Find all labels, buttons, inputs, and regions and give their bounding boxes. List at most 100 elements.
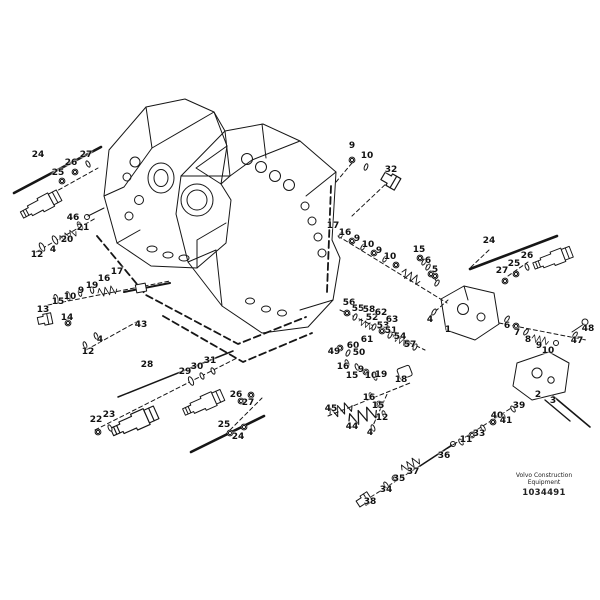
spool-sleeve bbox=[134, 282, 148, 294]
cartridge-valve bbox=[530, 244, 575, 274]
washer bbox=[337, 230, 345, 240]
washer bbox=[89, 285, 95, 295]
bolt bbox=[544, 399, 571, 422]
screw-head bbox=[84, 214, 90, 220]
bolt-head bbox=[450, 441, 456, 447]
spring bbox=[96, 284, 119, 298]
washer bbox=[52, 293, 60, 305]
o-ring bbox=[226, 429, 234, 437]
brand-line1: Volvo Construction bbox=[515, 472, 573, 479]
washer bbox=[186, 375, 196, 387]
ball bbox=[553, 340, 559, 346]
o-ring bbox=[512, 270, 520, 278]
o-ring bbox=[501, 277, 509, 285]
o-ring bbox=[240, 423, 248, 431]
washer bbox=[457, 437, 465, 447]
cap bbox=[396, 364, 413, 380]
o-ring bbox=[336, 344, 344, 352]
bracket-line bbox=[468, 234, 559, 271]
o-ring bbox=[370, 249, 378, 257]
washer bbox=[371, 372, 379, 382]
bracket-line bbox=[12, 145, 103, 195]
title-block: Volvo Construction Equipment 1034491 bbox=[502, 472, 586, 498]
part-number: 1034491 bbox=[522, 488, 566, 499]
valve-body-right bbox=[175, 123, 341, 334]
o-ring bbox=[416, 254, 424, 262]
valve-block-2 bbox=[512, 351, 570, 401]
washer bbox=[198, 371, 206, 381]
o-ring bbox=[378, 327, 386, 335]
valve-block-1 bbox=[440, 285, 500, 341]
o-ring bbox=[247, 391, 255, 399]
o-ring bbox=[468, 431, 476, 439]
washer bbox=[50, 234, 60, 246]
washer bbox=[209, 366, 217, 376]
washer bbox=[77, 288, 83, 298]
o-ring bbox=[348, 237, 356, 245]
screw bbox=[87, 207, 105, 217]
screw-head bbox=[581, 318, 589, 326]
section-line bbox=[162, 315, 313, 363]
washer bbox=[353, 362, 361, 372]
washer bbox=[509, 404, 517, 414]
washer bbox=[344, 348, 352, 358]
washer bbox=[430, 307, 438, 317]
washer bbox=[433, 278, 441, 288]
washer bbox=[81, 340, 89, 350]
spool-rod bbox=[123, 282, 171, 293]
washer bbox=[84, 159, 92, 169]
valve-body-left bbox=[103, 98, 232, 269]
spring bbox=[357, 317, 374, 331]
washer bbox=[106, 423, 114, 433]
bracket-line bbox=[117, 350, 234, 398]
washer bbox=[362, 162, 370, 172]
washer bbox=[479, 423, 487, 433]
o-ring bbox=[58, 177, 66, 185]
section-line bbox=[326, 185, 332, 293]
plug bbox=[354, 491, 374, 510]
washer bbox=[424, 262, 432, 272]
o-ring bbox=[343, 309, 351, 317]
washer bbox=[75, 220, 85, 232]
section-line bbox=[96, 235, 307, 345]
o-ring bbox=[348, 156, 356, 164]
washer bbox=[64, 290, 72, 302]
washer bbox=[367, 391, 375, 401]
washer bbox=[92, 331, 100, 341]
washer bbox=[499, 411, 507, 421]
washer bbox=[351, 312, 359, 322]
washer bbox=[343, 358, 351, 368]
washer bbox=[380, 409, 388, 419]
leader-lines bbox=[27, 162, 587, 501]
brand-text: Volvo Construction Equipment bbox=[502, 472, 586, 486]
brand-line2: Equipment bbox=[527, 479, 561, 487]
o-ring bbox=[391, 474, 399, 482]
washer bbox=[369, 423, 377, 433]
bolt bbox=[552, 395, 591, 428]
bolt bbox=[419, 444, 453, 467]
washer bbox=[370, 322, 378, 332]
o-ring bbox=[71, 168, 79, 176]
spring bbox=[399, 267, 423, 286]
o-ring bbox=[64, 319, 72, 327]
plug bbox=[36, 312, 54, 327]
washer bbox=[522, 327, 530, 337]
screw bbox=[571, 323, 585, 333]
washer bbox=[503, 314, 511, 324]
cartridge-valve bbox=[17, 188, 64, 223]
spring bbox=[399, 454, 422, 475]
o-ring bbox=[237, 397, 245, 405]
washer bbox=[571, 330, 579, 340]
o-ring bbox=[512, 322, 520, 330]
o-ring bbox=[403, 339, 411, 347]
o-ring bbox=[431, 272, 439, 280]
washer bbox=[381, 254, 389, 264]
spring bbox=[530, 333, 550, 346]
washer bbox=[382, 480, 390, 490]
o-ring bbox=[362, 368, 370, 376]
o-ring bbox=[489, 418, 497, 426]
cartridge-valve bbox=[180, 387, 226, 420]
o-ring bbox=[392, 261, 400, 269]
